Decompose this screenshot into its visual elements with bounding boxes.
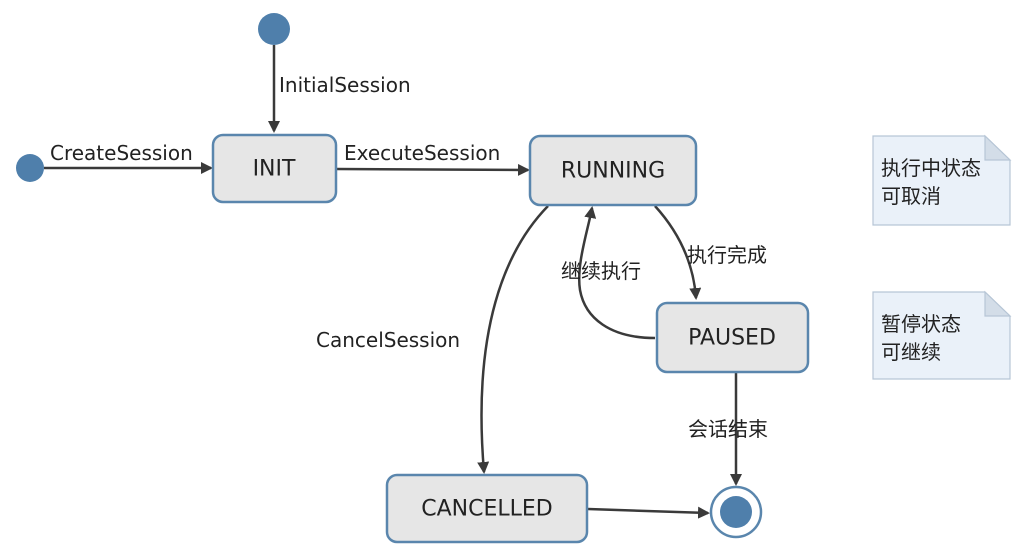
edge-init-to-running [336, 163, 530, 176]
label-cancel-session: CancelSession [316, 328, 460, 352]
svg-text:PAUSED: PAUSED [688, 326, 776, 351]
label-continue-exec: 继续执行 [561, 259, 641, 283]
label-create-session: CreateSession [50, 141, 193, 165]
edge-running-to-paused [654, 205, 702, 300]
state-running: RUNNING [528, 134, 698, 207]
note-paused: 暂停状态 可继续 [872, 290, 1012, 380]
initial-state-top [258, 13, 290, 45]
initial-state-left [16, 154, 44, 182]
svg-text:可取消: 可取消 [881, 184, 941, 208]
label-session-end: 会话结束 [688, 417, 768, 441]
final-state [709, 485, 763, 539]
edge-paused-to-running [578, 206, 656, 340]
svg-text:执行中状态: 执行中状态 [881, 156, 981, 180]
state-cancelled: CANCELLED [385, 473, 589, 544]
svg-text:暂停状态: 暂停状态 [881, 312, 961, 336]
label-execute-session: ExecuteSession [344, 141, 500, 165]
note-running: 执行中状态 可取消 [872, 134, 1012, 226]
edge-cancelled-to-final [587, 506, 710, 519]
state-paused: PAUSED [655, 301, 810, 374]
label-execute-done: 执行完成 [687, 243, 767, 267]
label-initial-session: InitialSession [279, 73, 411, 97]
svg-text:INIT: INIT [253, 157, 296, 182]
edge-running-to-cancelled [477, 205, 549, 474]
svg-text:RUNNING: RUNNING [561, 159, 665, 184]
state-init: INIT [211, 133, 338, 204]
svg-text:CANCELLED: CANCELLED [421, 497, 552, 522]
svg-text:可继续: 可继续 [881, 340, 941, 364]
